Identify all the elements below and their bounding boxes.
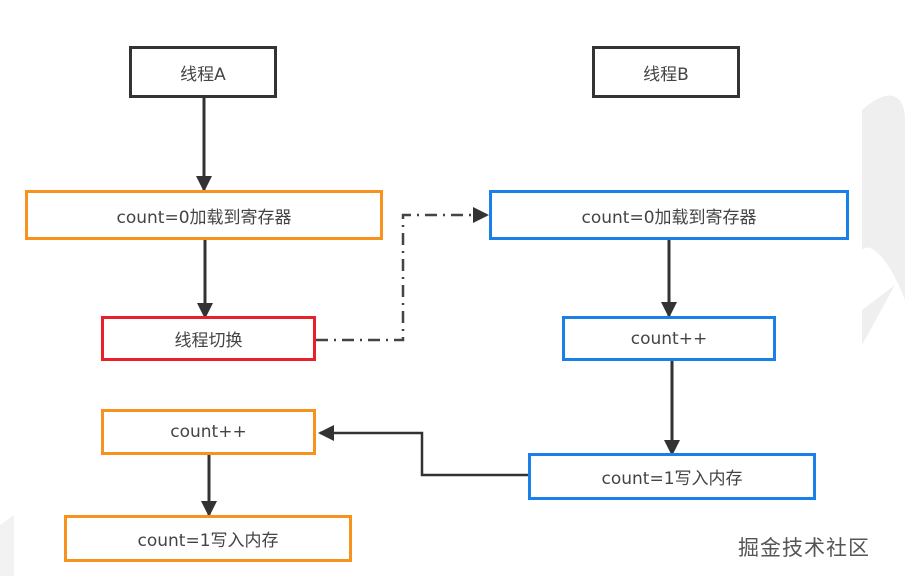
thread-a-write-step: count=1写入内存 bbox=[64, 515, 352, 562]
thread-b-load-step: count=0加载到寄存器 bbox=[489, 190, 849, 240]
thread-a-load-step: count=0加载到寄存器 bbox=[25, 190, 383, 240]
thread-a-header: 线程A bbox=[129, 46, 277, 98]
arrow-switch-to-b-load bbox=[316, 207, 489, 342]
thread-b-header: 线程B bbox=[592, 46, 740, 98]
thread-switch-step: 线程切换 bbox=[101, 316, 316, 361]
thread-a-increment-step: count++ bbox=[101, 409, 316, 455]
thread-b-increment-step: count++ bbox=[562, 316, 776, 361]
watermark-text: 掘金技术社区 bbox=[738, 536, 870, 560]
thread-b-write-step: count=1写入内存 bbox=[528, 453, 816, 500]
arrow-b-write-to-a-inc bbox=[318, 425, 528, 477]
